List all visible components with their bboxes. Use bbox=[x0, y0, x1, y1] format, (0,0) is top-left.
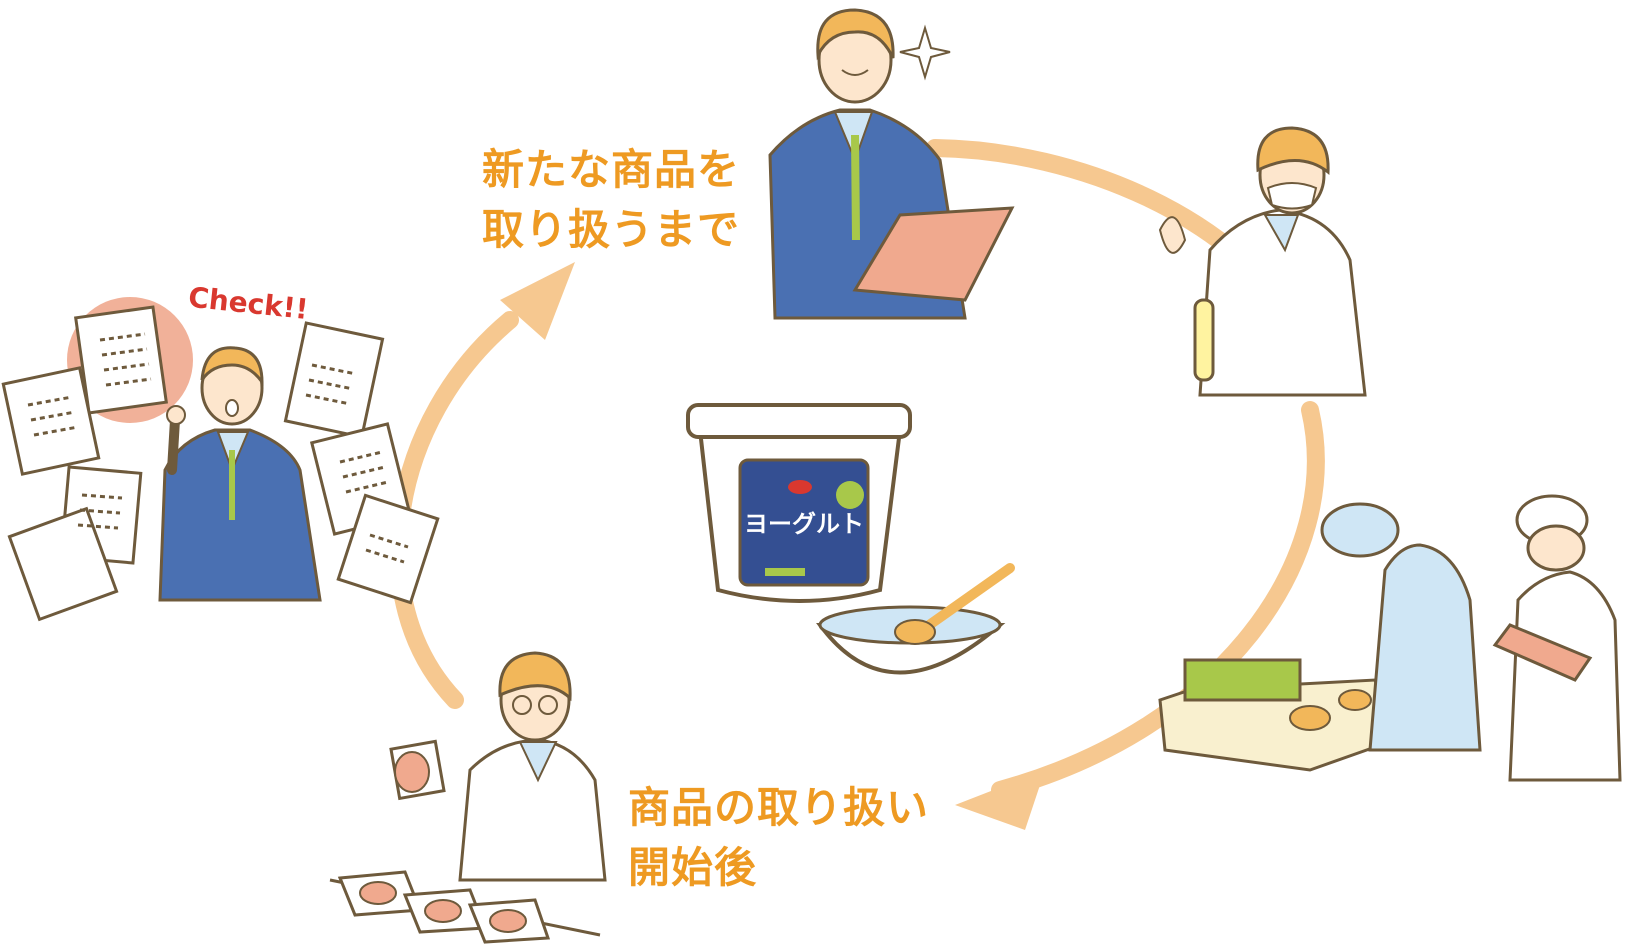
tub-lid bbox=[686, 403, 912, 439]
man-suit bbox=[158, 428, 322, 602]
worker-cap bbox=[1320, 502, 1400, 558]
document-icon bbox=[283, 321, 385, 439]
yogurt-scene: ヨーグルト bbox=[686, 403, 1015, 675]
yogurt-label-text: ヨーグルト bbox=[744, 510, 864, 538]
arrowhead-bottom bbox=[955, 770, 1045, 830]
document-icon bbox=[7, 506, 119, 622]
label-before-line2: 取り扱うまで bbox=[482, 205, 741, 254]
arrow-right-arc bbox=[991, 401, 1325, 799]
sparkle-icon bbox=[899, 24, 951, 81]
document-icon bbox=[336, 493, 440, 605]
label-after-line1: 商品の取り扱い bbox=[628, 783, 930, 832]
arrowhead-top bbox=[500, 262, 575, 340]
lab-test-scene bbox=[1158, 126, 1367, 397]
document-check-scene: Check!! bbox=[1, 281, 440, 622]
label-after-handling: 商品の取り扱い 開始後 bbox=[628, 778, 929, 898]
check-annotation: Check!! bbox=[187, 281, 310, 326]
label-before-line1: 新たな商品を bbox=[482, 145, 741, 194]
arrow-left-arc bbox=[389, 311, 519, 709]
yogurt-label bbox=[738, 458, 870, 587]
label-before-handling: 新たな商品を 取り扱うまで bbox=[482, 140, 740, 260]
clipboard bbox=[852, 206, 1015, 302]
buyer-scene bbox=[768, 8, 1015, 320]
document-icon bbox=[1, 366, 101, 476]
glasses-icon bbox=[512, 695, 532, 715]
tasting-scene bbox=[329, 651, 607, 944]
document-icon bbox=[74, 305, 168, 415]
worker-coat bbox=[1368, 543, 1482, 752]
tray bbox=[1183, 658, 1302, 702]
factory-scene bbox=[1158, 494, 1622, 782]
test-tube-icon bbox=[1193, 298, 1215, 382]
spoon-icon bbox=[894, 619, 936, 645]
inspector-clipboard bbox=[1492, 623, 1593, 682]
label-after-line2: 開始後 bbox=[628, 843, 758, 892]
